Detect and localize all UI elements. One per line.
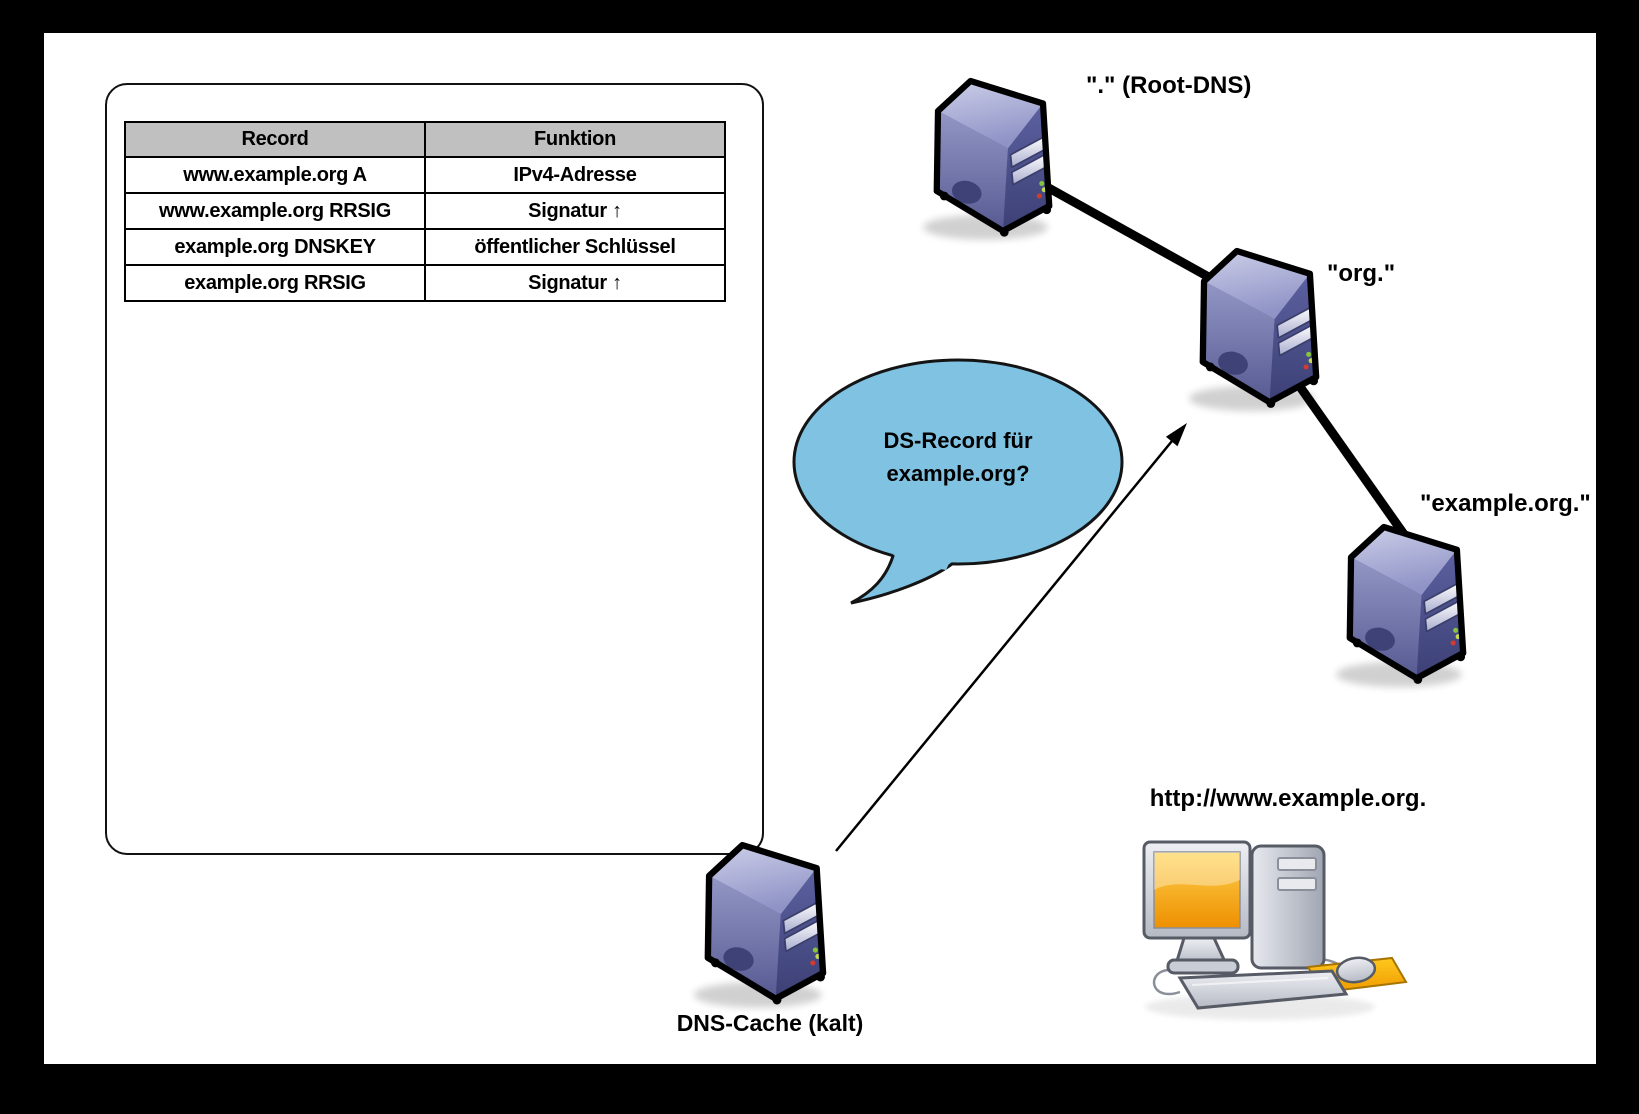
table-row: example.org DNSKEY öffentlicher Schlüsse… (124, 228, 726, 266)
table-header-row: Record Funktion (124, 121, 726, 158)
funktion-cell: Signatur ↑ (424, 192, 726, 230)
org-label: "org." (1327, 260, 1396, 287)
records-table: Record Funktion www.example.org A IPv4-A… (124, 121, 726, 302)
desktop-computer-icon (1142, 840, 1408, 1020)
root-dns-label: "." (Root-DNS) (1086, 72, 1252, 99)
keyboard (1177, 969, 1349, 1010)
root-dns-server-icon (923, 81, 1051, 240)
table-row: www.example.org A IPv4-Adresse (124, 156, 726, 194)
column-header-record: Record (124, 121, 426, 158)
table-row: www.example.org RRSIG Signatur ↑ (124, 192, 726, 230)
record-cell: example.org DNSKEY (124, 228, 426, 266)
dns-cache-server-icon (694, 845, 825, 1008)
funktion-cell: öffentlicher Schlüssel (424, 228, 726, 266)
diagram-canvas: Record Funktion www.example.org A IPv4-A… (44, 33, 1596, 1064)
bubble-line-1: DS-Record für (883, 428, 1033, 453)
monitor-screen (1153, 851, 1241, 929)
record-cell: example.org RRSIG (124, 264, 426, 302)
speech-bubble (792, 358, 1124, 605)
example-org-server-icon (1336, 527, 1465, 687)
record-cell: www.example.org A (124, 156, 426, 194)
client-url-label: http://www.example.org. (1149, 785, 1427, 812)
org-server-icon (1189, 251, 1318, 411)
query-arrow-icon (835, 423, 1187, 852)
speech-bubble-text: DS-Record für example.org? (818, 424, 1098, 490)
column-header-funktion: Funktion (424, 121, 726, 158)
example-org-label: "example.org." (1420, 490, 1591, 517)
table-row: example.org RRSIG Signatur ↑ (124, 264, 726, 302)
funktion-cell: Signatur ↑ (424, 264, 726, 302)
record-cell: www.example.org RRSIG (124, 192, 426, 230)
bubble-line-2: example.org? (886, 461, 1030, 486)
dns-cache-label: DNS-Cache (kalt) (676, 1010, 864, 1036)
funktion-cell: IPv4-Adresse (424, 156, 726, 194)
mouse (1335, 956, 1377, 984)
